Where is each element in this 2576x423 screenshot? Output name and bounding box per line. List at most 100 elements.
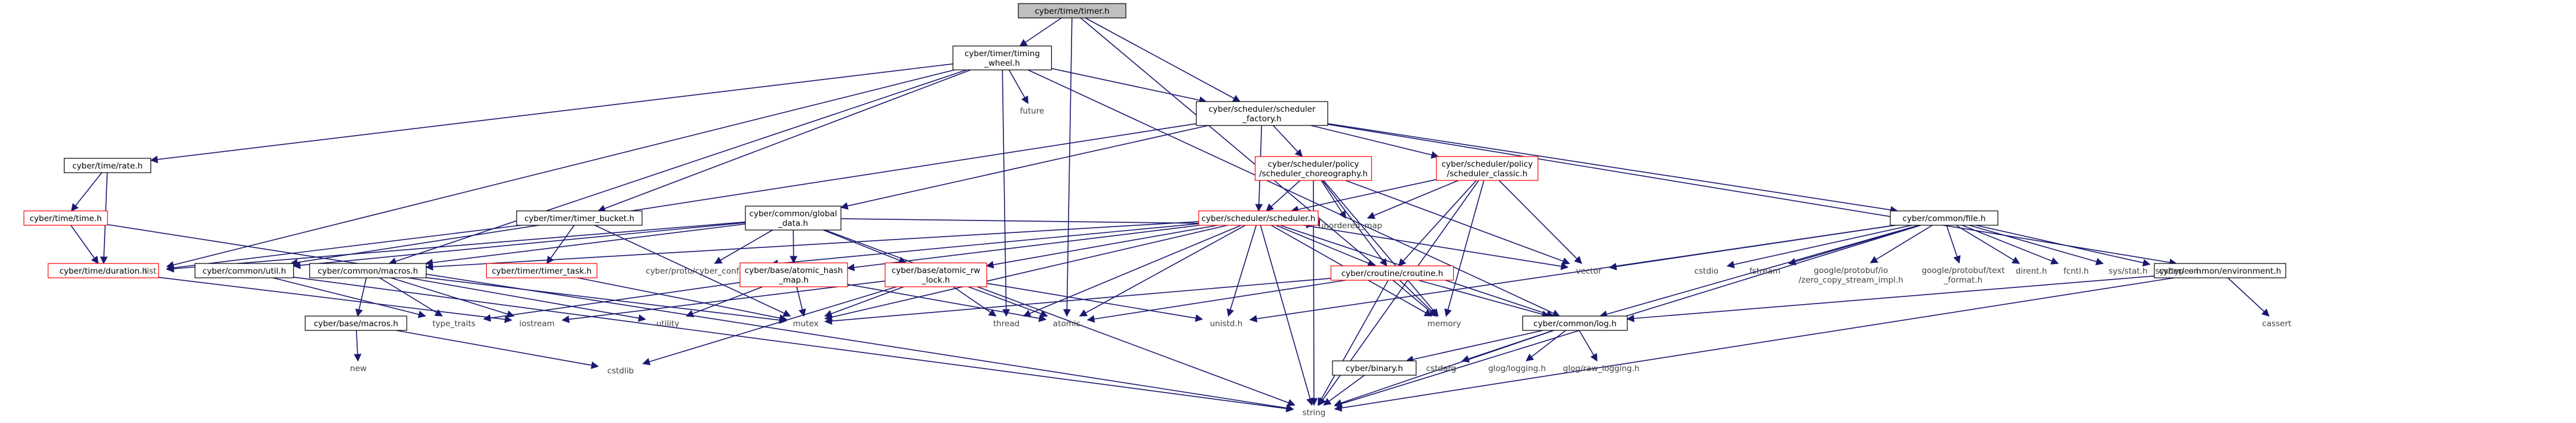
node-label: memory <box>1427 319 1461 329</box>
edge-scheduler-to-atomic <box>1079 225 1246 317</box>
node-iostream: iostream <box>519 319 554 329</box>
node-label: cyber/croutine/croutine.h <box>1341 269 1444 278</box>
node-label: iostream <box>519 319 554 329</box>
edge-global_data-to-atomic_hash <box>790 229 798 264</box>
edge-timer_bucket-to-list <box>166 225 521 272</box>
edge-scheduler-to-proto_conf <box>770 223 1199 268</box>
node-classic[interactable]: cyber/scheduler/policy/scheduler_classic… <box>1436 156 1539 181</box>
node-log[interactable]: cyber/common/log.h <box>1522 315 1628 331</box>
edge-routine-to-log <box>1418 280 1550 318</box>
node-label: cyber/time/time.h <box>30 214 102 223</box>
node-cassert: cassert <box>2262 319 2292 329</box>
edge-file-to-text_format <box>1946 225 1961 264</box>
node-base-macros[interactable]: cyber/base/macros.h <box>305 315 407 331</box>
node-root[interactable]: cyber/time/timer.h <box>1018 3 1126 19</box>
edge-scheduler-to-unistd <box>1226 225 1257 317</box>
node-text-format: google/protobuf/text_format.h <box>1922 266 2005 285</box>
node-label: _factory.h <box>1242 114 1281 124</box>
node-label: cyber/binary.h <box>1346 364 1403 373</box>
edge-file-to-dirent <box>1955 225 2021 264</box>
node-label: sys/stat.h <box>2108 266 2147 276</box>
node-duration[interactable]: cyber/time/duration.h <box>47 263 159 278</box>
node-rate[interactable]: cyber/time/rate.h <box>63 158 152 173</box>
node-util[interactable]: cyber/common/util.h <box>194 263 294 278</box>
node-label: unistd.h <box>1210 319 1243 329</box>
node-label: cstdarg <box>1426 364 1456 373</box>
edge-global_data-to-list <box>166 221 746 273</box>
edge-choreography-to-vector <box>1345 180 1570 265</box>
node-label: cyber/common/global <box>750 209 837 219</box>
node-label: cyber/base/macros.h <box>314 319 398 329</box>
edge-macros-to-utility <box>409 277 646 322</box>
node-timer-task[interactable]: cyber/timer/timer_task.h <box>486 263 598 278</box>
node-environment[interactable]: cyber/common/environment.h <box>2154 263 2286 278</box>
node-label: thread <box>993 319 1020 329</box>
edge-atomic_rw-to-mutex <box>824 286 904 317</box>
node-label: cyber/timer/timing <box>965 49 1040 59</box>
node-box <box>194 263 294 278</box>
edge-sched_factory-to-global_data <box>840 125 1209 210</box>
edge-scheduler-to-mutex <box>824 225 1228 321</box>
node-scheduler[interactable]: cyber/scheduler/scheduler.h <box>1198 210 1319 226</box>
node-glog-raw: glog/raw_logging.h <box>1563 364 1639 373</box>
node-unordered-map: unordered_map <box>1319 221 1382 231</box>
node-global-data[interactable]: cyber/common/global_data.h <box>745 206 842 231</box>
edge-timing_wheel-to-rate <box>150 63 953 164</box>
node-sched-factory[interactable]: cyber/scheduler/scheduler_factory.h <box>1196 101 1328 126</box>
edge-classic-to-memory <box>1444 180 1485 317</box>
edge-classic-to-unordered_map <box>1367 180 1459 219</box>
edge-log-to-binary <box>1405 330 1543 363</box>
node-label: cyber/timer/timer_task.h <box>492 266 591 276</box>
node-binary[interactable]: cyber/binary.h <box>1332 360 1417 376</box>
edge-environment-to-string <box>1334 277 2175 412</box>
edge-atomic_hash-to-utility <box>686 286 763 317</box>
node-fstream: fstream <box>1749 266 1780 276</box>
edge-choreography-to-unordered_map <box>1321 180 1346 219</box>
node-label: fcntl.h <box>2064 266 2089 276</box>
node-label: string <box>1303 408 1326 418</box>
edge-atomic_rw-to-unistd <box>986 283 1203 322</box>
node-macros[interactable]: cyber/common/macros.h <box>309 263 427 278</box>
node-label: cassert <box>2262 319 2292 329</box>
node-cstdlib: cstdlib <box>607 366 634 376</box>
node-glog-logging: glog/logging.h <box>1488 364 1546 373</box>
node-cstdarg: cstdarg <box>1426 364 1456 373</box>
node-timer-bucket[interactable]: cyber/timer/timer_bucket.h <box>516 210 643 226</box>
edge-timer_bucket-to-mutex <box>594 225 791 317</box>
node-routine[interactable]: cyber/croutine/croutine.h <box>1330 265 1454 281</box>
edge-log-to-glog_raw <box>1579 330 1598 362</box>
node-label: /scheduler_classic.h <box>1447 169 1528 179</box>
node-label: _map.h <box>778 275 809 285</box>
node-unistd: unistd.h <box>1210 319 1243 329</box>
edge-sched_factory-to-file <box>1327 123 1898 214</box>
node-label: /scheduler_choreography.h <box>1259 169 1368 179</box>
edge-rate-to-time <box>70 172 103 212</box>
node-timing-wheel[interactable]: cyber/timer/timing_wheel.h <box>952 45 1052 70</box>
node-dirent: dirent.h <box>2016 266 2047 276</box>
node-label: cyber/time/timer.h <box>1034 7 1109 16</box>
edge-timing_wheel-to-macros <box>388 69 967 265</box>
edge-scheduler-to-atomic_rw <box>985 225 1218 269</box>
node-label: list <box>145 266 156 276</box>
edge-file-to-log <box>1599 225 1920 318</box>
node-label: cyber/common/macros.h <box>318 266 418 276</box>
node-choreography[interactable]: cyber/scheduler/policy/scheduler_choreog… <box>1254 156 1373 181</box>
node-label: _format.h <box>1943 275 1983 285</box>
edge-timing_wheel-to-timer_bucket <box>597 69 971 212</box>
edge-timing_wheel-to-list <box>166 69 955 269</box>
node-atomic-hash[interactable]: cyber/base/atomic_hash_map.h <box>739 262 848 287</box>
node-box <box>1332 360 1417 376</box>
node-label: cyber/common/environment.h <box>2159 266 2282 276</box>
node-label: cyber/base/atomic_rw <box>892 266 981 275</box>
node-time[interactable]: cyber/time/time.h <box>23 210 108 226</box>
node-atomic-rw[interactable]: cyber/base/atomic_rw_lock.h <box>885 262 987 287</box>
edge-sched_factory-to-environment <box>1327 124 2178 266</box>
node-thread: thread <box>993 319 1020 329</box>
edge-root-to-timing_wheel <box>1019 17 1062 47</box>
node-box <box>2154 263 2286 278</box>
node-box <box>23 210 108 226</box>
edge-classic-to-routine <box>1398 180 1477 266</box>
node-file[interactable]: cyber/common/file.h <box>1890 210 1998 226</box>
edge-choreography-to-scheduler <box>1266 180 1301 212</box>
node-atomic: atomic <box>1053 319 1080 329</box>
